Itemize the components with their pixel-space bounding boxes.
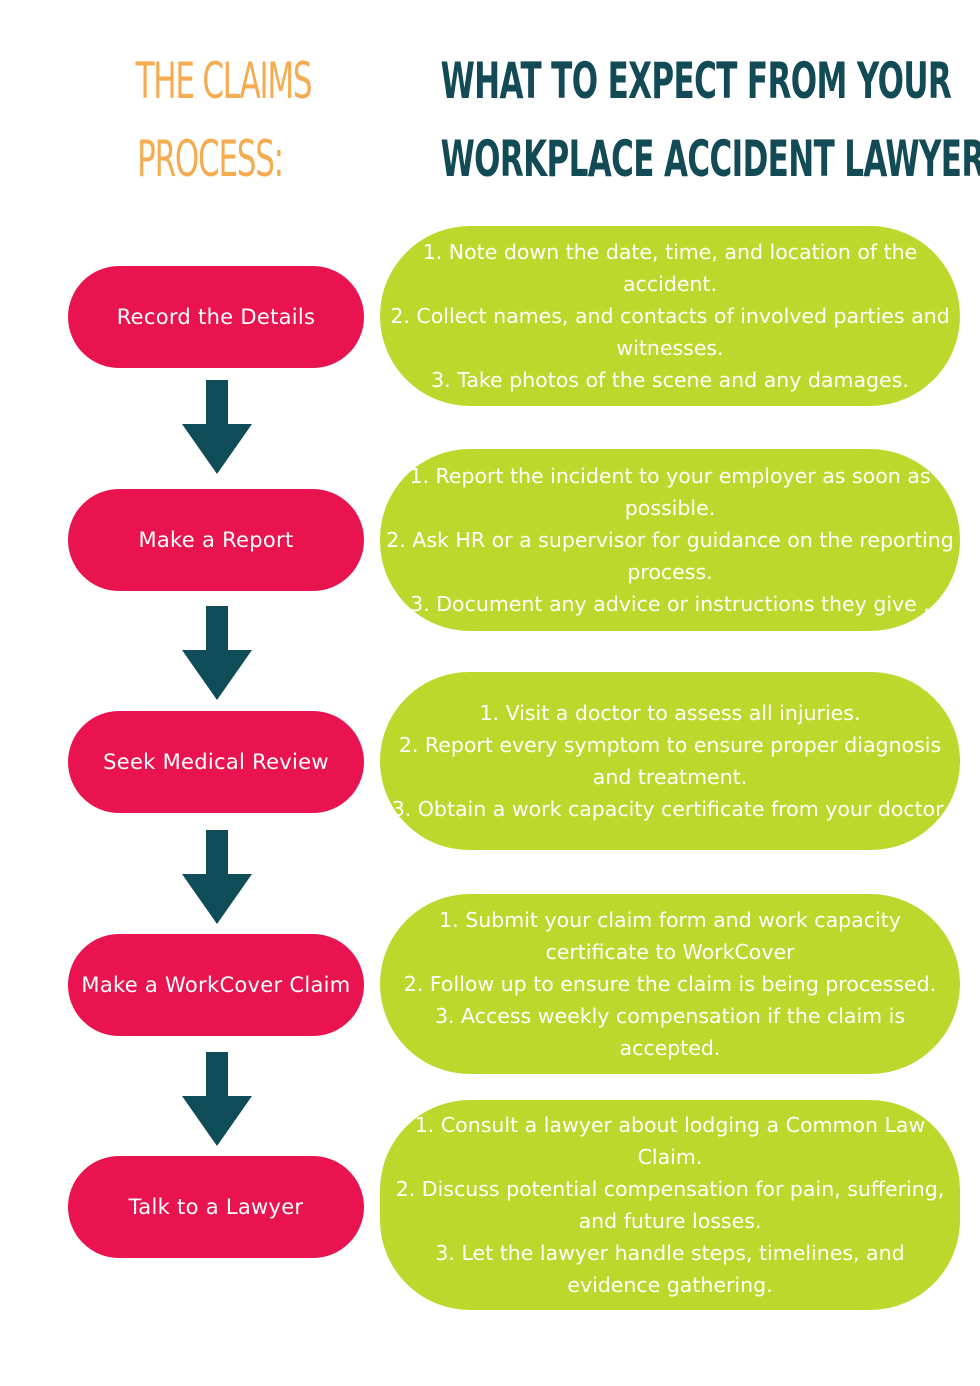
what-to-expect-title-line: WORKPLACE ACCIDENT LAWYERS: [440, 130, 980, 188]
detail-item: 1. Report the incident to your employer …: [409, 464, 931, 520]
detail-item: 1. Visit a doctor to assess all injuries…: [479, 701, 861, 725]
detail-bubble-workcover-claim: 1. Submit your claim form and work capac…: [380, 894, 960, 1074]
step-label: Talk to a Lawyer: [128, 1195, 304, 1219]
arrow-down-icon: [182, 606, 252, 700]
detail-item: 1. Note down the date, time, and locatio…: [422, 240, 918, 296]
detail-item: 2. Ask HR or a supervisor for guidance o…: [386, 528, 954, 584]
step-pill-talk-to-lawyer: Talk to a Lawyer: [68, 1156, 364, 1258]
detail-item: 3. Obtain a work capacity certificate fr…: [391, 797, 949, 821]
detail-item: 1. Submit your claim form and work capac…: [439, 908, 901, 964]
detail-text: 1. Report the incident to your employer …: [386, 460, 954, 620]
step-pill-record-details: Record the Details: [68, 266, 364, 368]
detail-item: 2. Collect names, and contacts of involv…: [390, 304, 950, 360]
step-label: Make a WorkCover Claim: [81, 973, 351, 997]
claims-process-title: THE CLAIMS PROCESS:: [135, 42, 313, 198]
detail-item: 3. Take photos of the scene and any dama…: [431, 368, 909, 392]
detail-bubble-record-details: 1. Note down the date, time, and locatio…: [380, 226, 960, 406]
arrow-down-icon: [182, 830, 252, 924]
step-pill-seek-medical-review: Seek Medical Review: [68, 711, 364, 813]
detail-text: 1. Submit your claim form and work capac…: [386, 904, 954, 1064]
arrow-down-icon: [182, 380, 252, 474]
arrow-down-icon: [182, 1052, 252, 1146]
detail-item: 2. Discuss potential compensation for pa…: [395, 1177, 945, 1233]
detail-text: 1. Consult a lawyer about lodging a Comm…: [386, 1109, 954, 1301]
detail-bubble-talk-to-lawyer: 1. Consult a lawyer about lodging a Comm…: [380, 1100, 960, 1310]
step-label: Seek Medical Review: [103, 750, 329, 774]
step-pill-workcover-claim: Make a WorkCover Claim: [68, 934, 364, 1036]
what-to-expect-title: WHAT TO EXPECT FROM YOUR WORKPLACE ACCID…: [440, 42, 980, 198]
step-pill-make-report: Make a Report: [68, 489, 364, 591]
step-label: Make a Report: [138, 528, 294, 552]
detail-item: 3. Access weekly compensation if the cla…: [434, 1004, 906, 1060]
detail-text: 1. Note down the date, time, and locatio…: [386, 236, 954, 396]
detail-item: 3. Document any advice or instructions t…: [410, 592, 930, 616]
detail-item: 3. Let the lawyer handle steps, timeline…: [435, 1241, 905, 1297]
claims-process-title-line: PROCESS:: [137, 130, 284, 188]
detail-bubble-make-report: 1. Report the incident to your employer …: [380, 449, 960, 631]
detail-text: 1. Visit a doctor to assess all injuries…: [386, 697, 954, 825]
detail-item: 2. Report every symptom to ensure proper…: [398, 733, 942, 789]
detail-item: 2. Follow up to ensure the claim is bein…: [403, 972, 937, 996]
what-to-expect-title-line: WHAT TO EXPECT FROM YOUR: [440, 52, 952, 110]
step-label: Record the Details: [116, 305, 316, 329]
claims-process-title-line: THE CLAIMS: [135, 52, 313, 110]
detail-item: 1. Consult a lawyer about lodging a Comm…: [414, 1113, 926, 1169]
detail-bubble-seek-medical-review: 1. Visit a doctor to assess all injuries…: [380, 672, 960, 850]
